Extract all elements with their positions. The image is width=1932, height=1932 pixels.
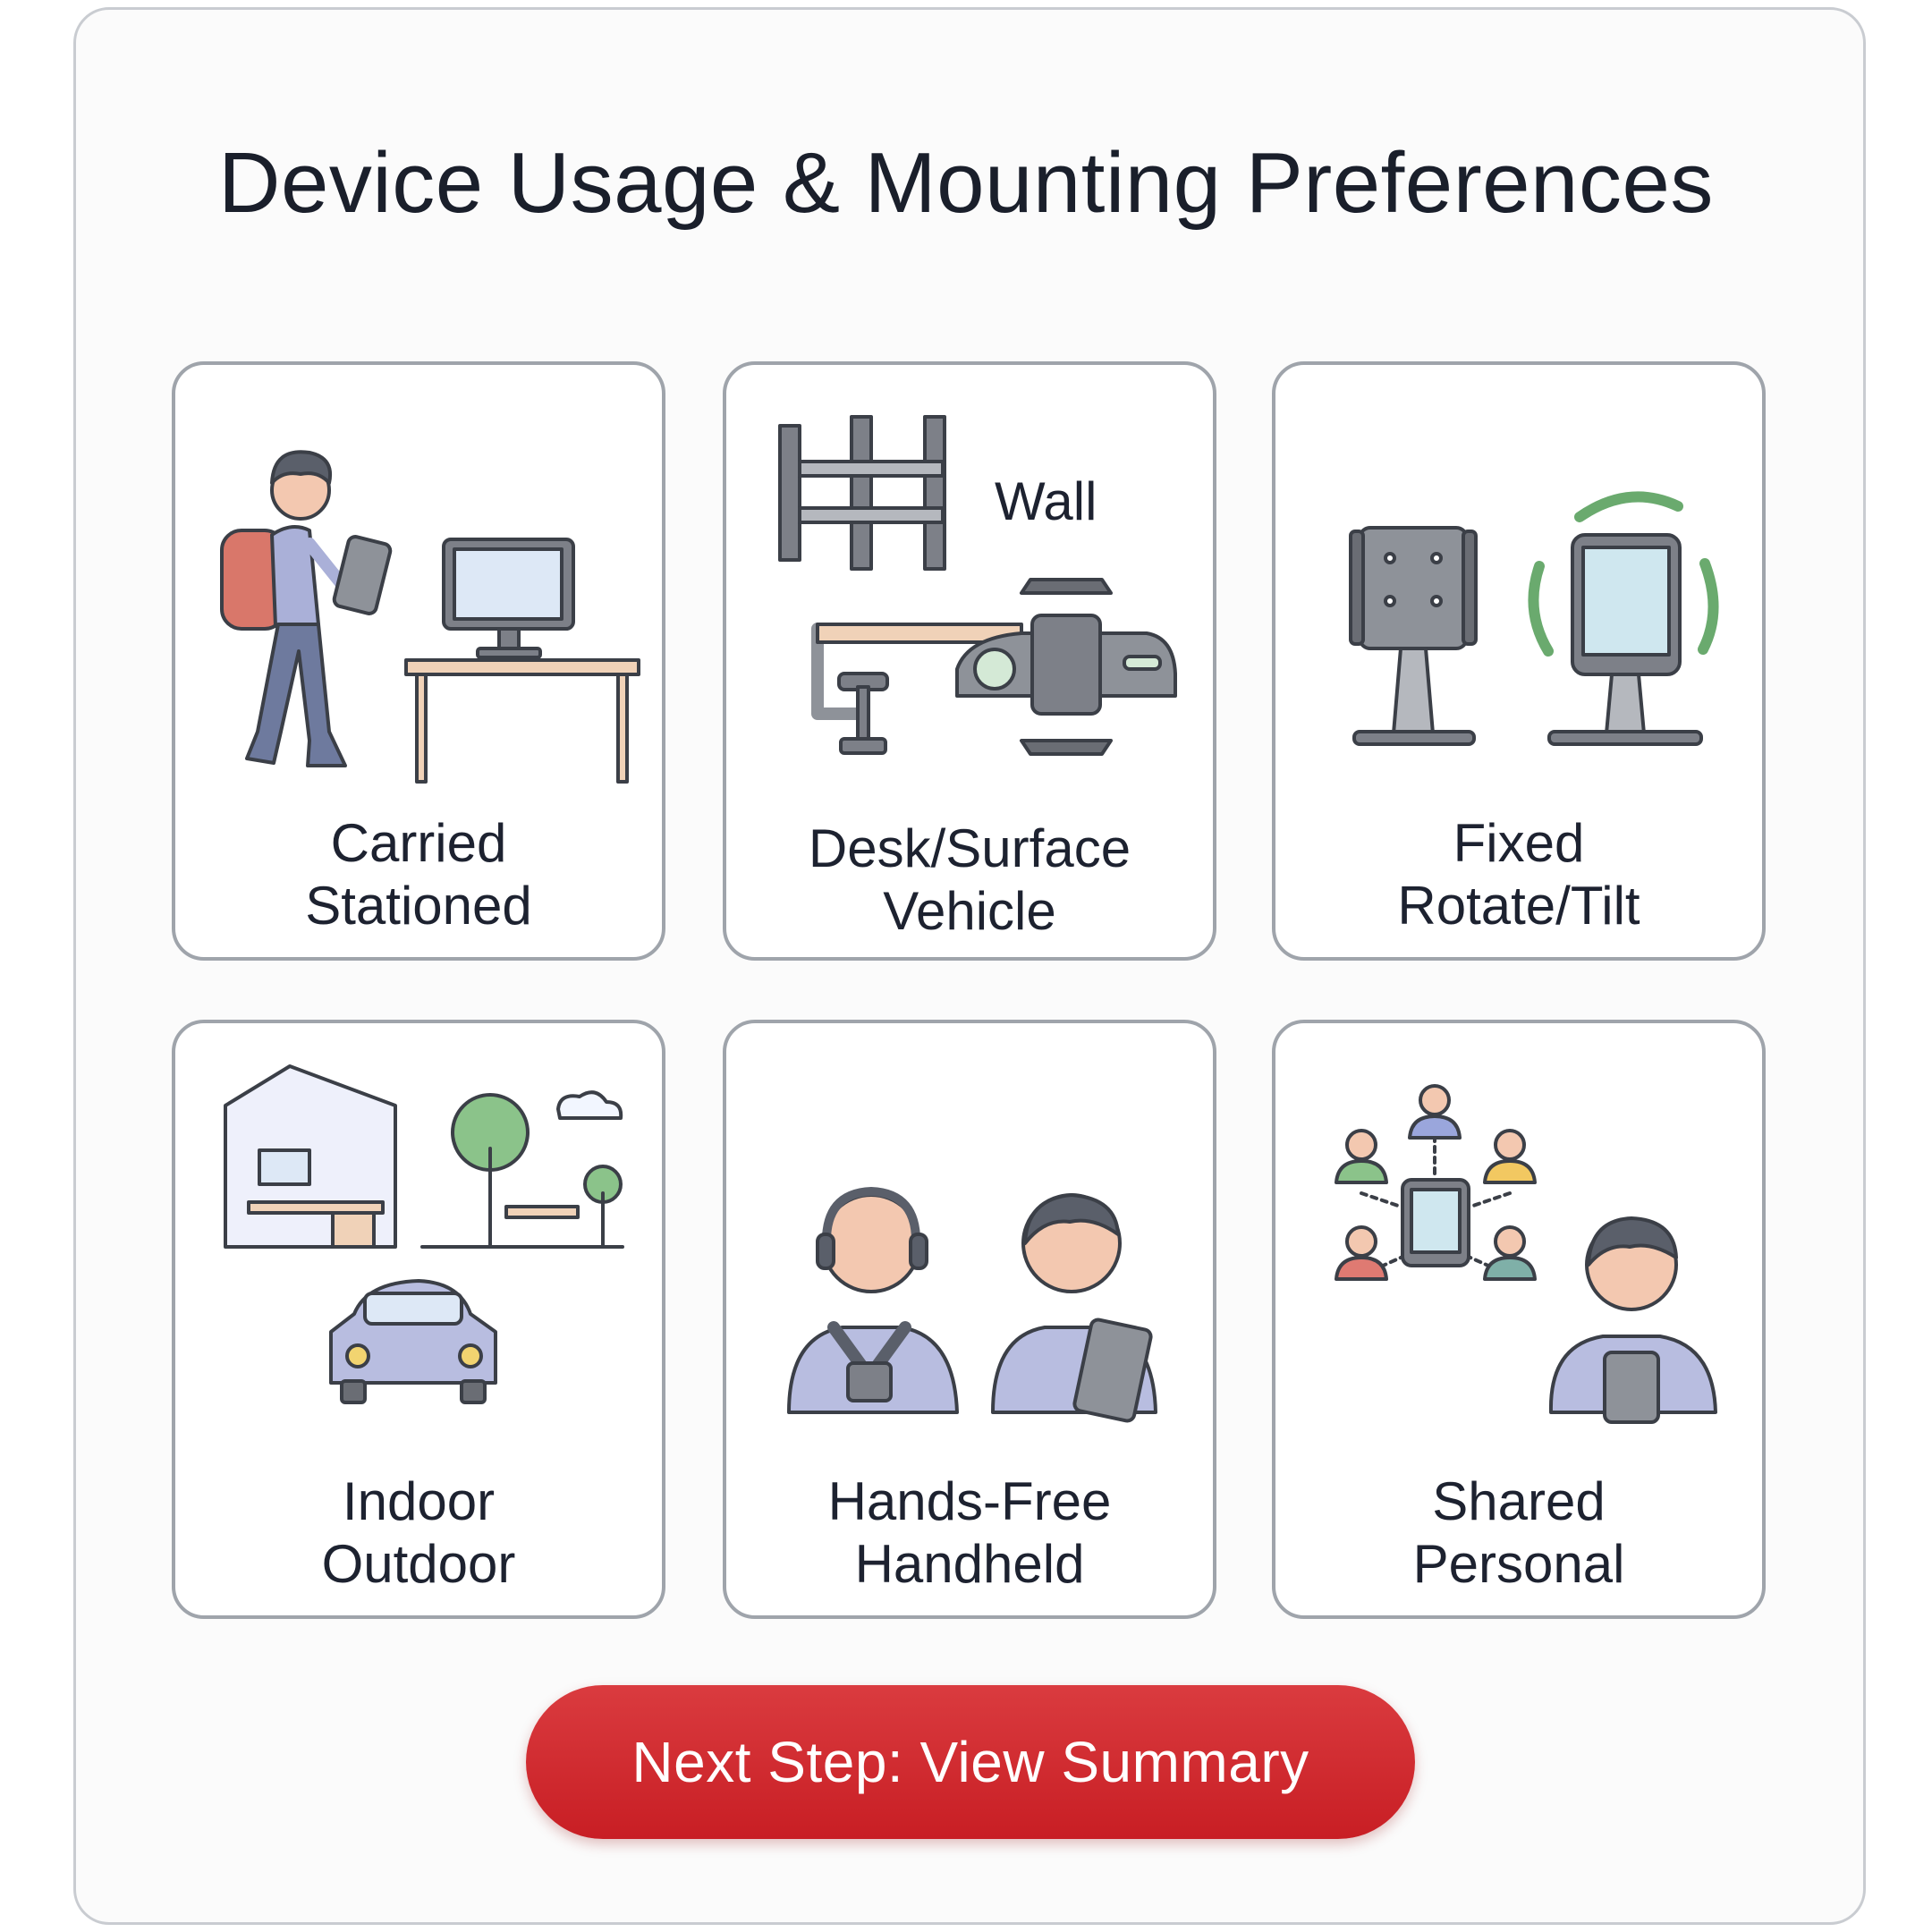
page-title: Device Usage & Mounting Preferences	[218, 135, 1714, 231]
house-park-and-car-icon	[224, 1064, 624, 1404]
wall-label: Wall	[995, 471, 1097, 531]
wall-clamp-and-vehicle-mount-icon	[778, 415, 1177, 756]
person-with-tablet-and-desk-computer-icon	[220, 450, 640, 784]
fixed-and-rotating-stand-icon	[1349, 491, 1719, 746]
headset-and-handheld-tablet-icon	[787, 1187, 1157, 1423]
main-panel	[73, 7, 1866, 1925]
shared-group-and-personal-user-icon	[1335, 1084, 1717, 1424]
next-step-button[interactable]: Next Step: View Summary	[526, 1685, 1415, 1839]
